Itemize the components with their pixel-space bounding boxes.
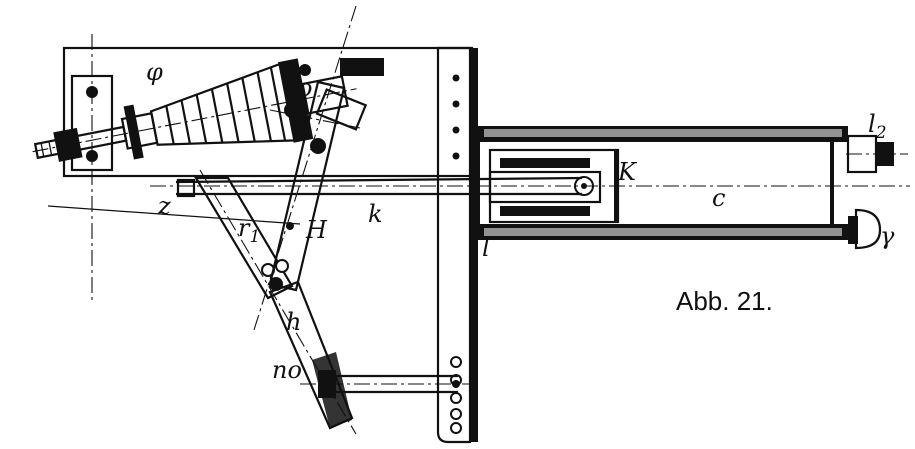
spring-pack	[32, 58, 357, 162]
mounting-bracket	[70, 34, 114, 300]
guide-line-z	[47, 205, 301, 225]
cylinder	[476, 126, 908, 250]
upper-lever	[253, 5, 384, 331]
connecting-rod	[150, 176, 910, 198]
piston	[488, 148, 620, 224]
label-r1-main: r	[238, 214, 251, 242]
label-H: H	[305, 216, 328, 244]
label-k: k	[368, 200, 383, 228]
label-l2-main: l	[868, 110, 876, 138]
label-K: K	[617, 158, 638, 186]
label-o: o	[298, 74, 312, 102]
label-gamma: γ	[880, 222, 895, 250]
label-r1: r1	[238, 214, 260, 247]
label-l: l	[482, 234, 490, 262]
label-h: h	[286, 308, 301, 336]
label-c: c	[712, 184, 725, 212]
label-no: no	[272, 356, 302, 384]
label-phi: φ	[146, 58, 163, 86]
label-r1-sub: 1	[249, 227, 260, 247]
label-l2-sub: 2	[875, 123, 887, 143]
adjustment-link	[300, 370, 480, 398]
figure-caption: Abb. 21.	[676, 286, 773, 316]
label-z: z	[157, 192, 171, 220]
label-l2: l2	[868, 110, 887, 143]
